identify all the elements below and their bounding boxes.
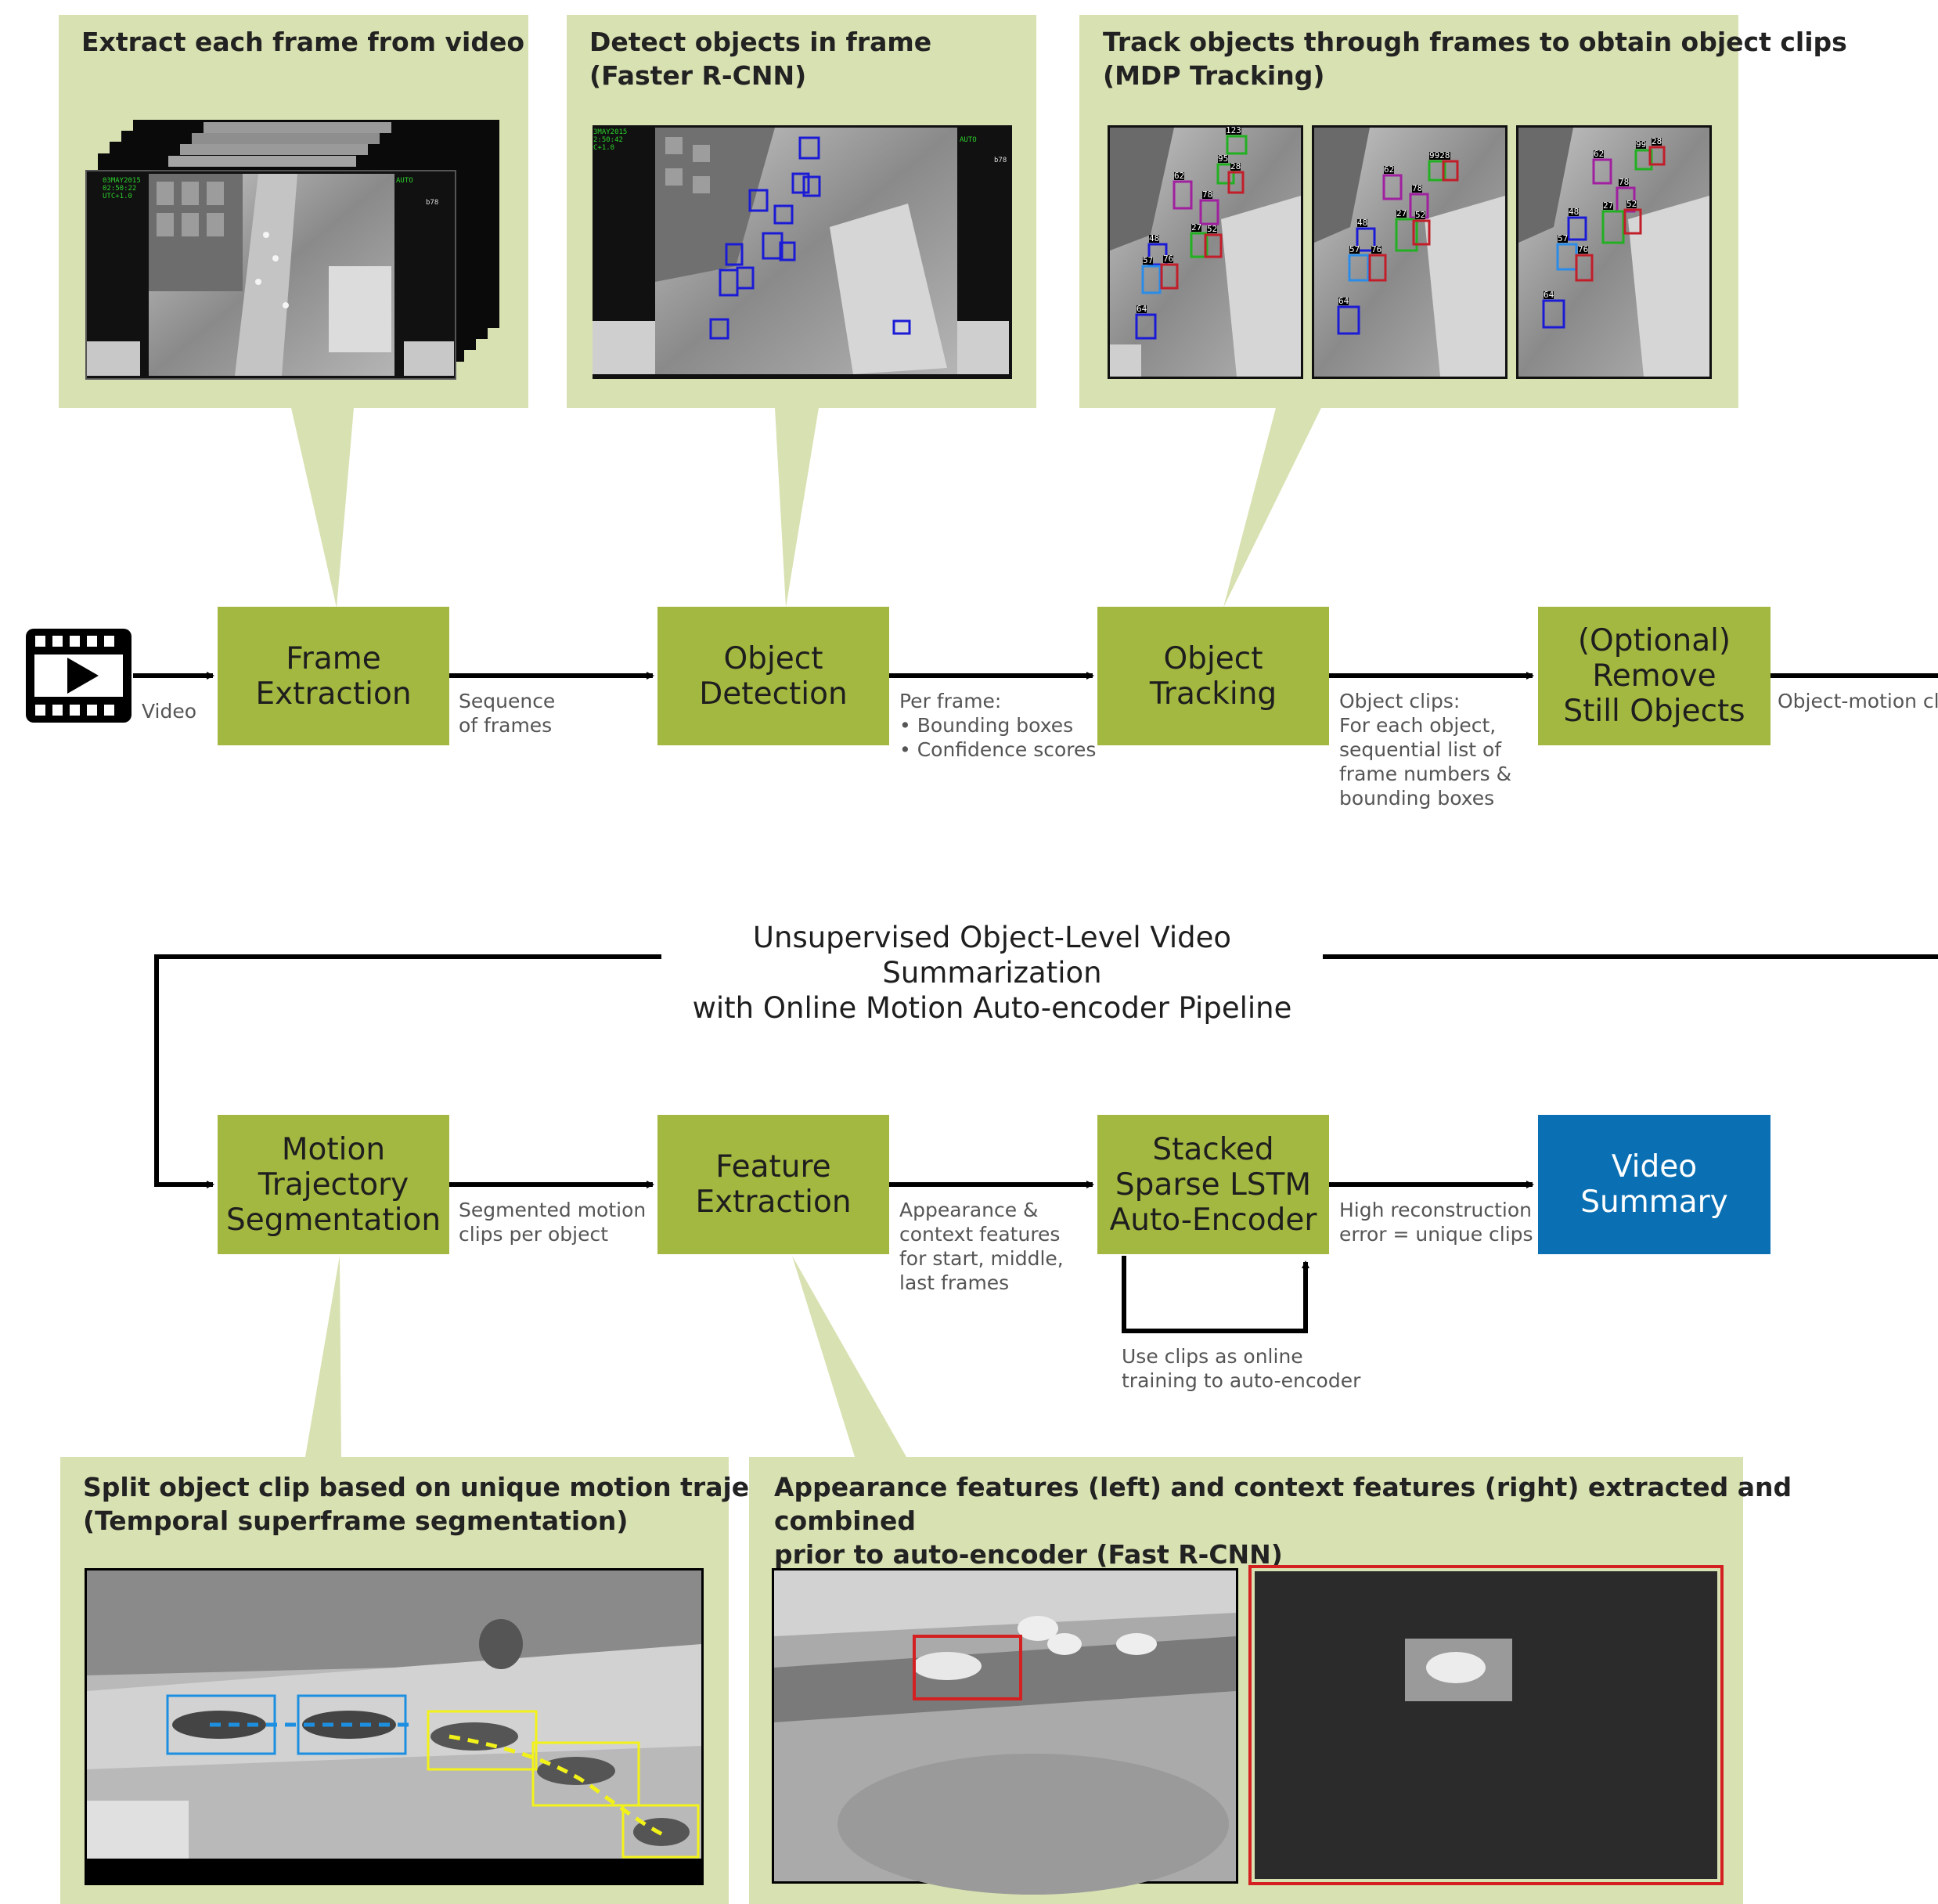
overlay-time: 02:50:22 bbox=[103, 185, 137, 193]
sequence-frames-label: Sequence of frames bbox=[459, 690, 556, 737]
arrow-online-training-loop bbox=[1122, 1256, 1309, 1333]
callout-tail-extract bbox=[291, 408, 354, 608]
overlay-date-detect: 3MAY2015 bbox=[593, 128, 628, 136]
track-id: 48 bbox=[1149, 233, 1160, 243]
track-id: 64 bbox=[1137, 304, 1147, 314]
track-id: 62 bbox=[1174, 171, 1185, 181]
loopback-line-left bbox=[154, 954, 661, 1188]
overlay-time-detect: 2:50:42 bbox=[593, 136, 623, 144]
track-id: 76 bbox=[1578, 244, 1589, 254]
object-tracking-box: Object Tracking bbox=[1097, 607, 1329, 745]
track-id: 57 bbox=[1558, 233, 1569, 243]
track-id: 27 bbox=[1191, 222, 1202, 233]
remove-still-objects-box: (Optional) Remove Still Objects bbox=[1538, 607, 1770, 745]
track-id: 78 bbox=[1202, 189, 1213, 200]
overlay-utc: UTC+1.0 bbox=[103, 193, 132, 200]
appearance-image bbox=[772, 1568, 1238, 1895]
track-id: 99 bbox=[1636, 139, 1647, 150]
context-image bbox=[1248, 1565, 1724, 1885]
track-id: 62 bbox=[1384, 164, 1395, 175]
track-id: 52 bbox=[1626, 199, 1637, 209]
per-frame-label: Per frame: • Bounding boxes • Confidence… bbox=[899, 690, 1097, 761]
track-id: 64 bbox=[1544, 290, 1554, 300]
object-clips-label: Object clips: For each object, sequentia… bbox=[1339, 690, 1512, 810]
panel-extract-title: Extract each frame from video bbox=[81, 27, 524, 57]
overlay-code: b78 bbox=[426, 199, 439, 207]
feature-extraction-box: Feature Extraction bbox=[657, 1115, 889, 1254]
pipeline-title: Unsupervised Object-Level Video Summariz… bbox=[661, 920, 1323, 1026]
track-id: 76 bbox=[1371, 244, 1382, 254]
video-label: Video bbox=[142, 700, 197, 723]
track-id: 52 bbox=[1207, 224, 1218, 234]
online-training-label: Use clips as online training to auto-enc… bbox=[1122, 1345, 1361, 1392]
track-id: 48 bbox=[1569, 207, 1580, 217]
overlay-utc-detect: C+1.0 bbox=[593, 144, 615, 152]
split-clip-image bbox=[85, 1568, 704, 1885]
overlay-date: 03MAY2015 bbox=[103, 177, 141, 185]
track-id: 62 bbox=[1594, 149, 1605, 159]
callout-tail-track bbox=[1223, 408, 1321, 608]
tracking-frame-2 bbox=[1312, 125, 1508, 379]
callout-tail-appearance bbox=[792, 1256, 906, 1457]
motion-trajectory-box: Motion Trajectory Segmentation bbox=[218, 1115, 449, 1254]
frame-stack bbox=[85, 120, 499, 380]
track-id: 78 bbox=[1412, 183, 1423, 193]
video-summary-box: Video Summary bbox=[1538, 1115, 1770, 1254]
track-id: 78 bbox=[1619, 177, 1630, 187]
track-id: 123 bbox=[1226, 125, 1241, 135]
track-id: 76 bbox=[1163, 254, 1174, 264]
track-id: 27 bbox=[1396, 208, 1407, 218]
video-clapper-icon bbox=[26, 629, 131, 723]
appearance-context-label: Appearance & context features for start,… bbox=[899, 1199, 1064, 1294]
track-id: 9928 bbox=[1429, 150, 1450, 160]
track-id: 48 bbox=[1357, 218, 1368, 228]
track-id: 57 bbox=[1143, 255, 1154, 265]
detection-frame bbox=[593, 125, 1012, 379]
tracking-frames bbox=[1108, 125, 1712, 379]
track-id: 95 bbox=[1218, 153, 1229, 164]
overlay-auto-detect: AUTO bbox=[960, 136, 977, 144]
object-motion-label: Object-motion clip bbox=[1778, 690, 1938, 712]
high-reconstruction-label: High reconstruction error = unique clips bbox=[1339, 1199, 1533, 1246]
tracking-frame-3 bbox=[1516, 125, 1712, 379]
tracking-frame-1 bbox=[1108, 125, 1303, 379]
callout-tail-split bbox=[305, 1256, 341, 1457]
track-id: 57 bbox=[1349, 244, 1360, 254]
object-detection-box: Object Detection bbox=[657, 607, 889, 745]
callout-tail-detect bbox=[775, 408, 819, 608]
overlay-auto: AUTO bbox=[396, 177, 413, 185]
segmented-clips-label: Segmented motion clips per object bbox=[459, 1199, 647, 1246]
lstm-autoencoder-box: Stacked Sparse LSTM Auto-Encoder bbox=[1097, 1115, 1329, 1254]
track-id: 64 bbox=[1338, 296, 1349, 306]
track-id: 27 bbox=[1603, 200, 1614, 211]
panel-track-title: Track objects through frames to obtain o… bbox=[1103, 27, 1847, 91]
track-id: 28 bbox=[1652, 136, 1662, 146]
panel-appearance-title: Appearance features (left) and context f… bbox=[774, 1472, 1792, 1570]
panel-detect-title: Detect objects in frame (Faster R-CNN) bbox=[589, 27, 932, 91]
overlay-code-detect: b78 bbox=[994, 157, 1007, 164]
track-id: 52 bbox=[1415, 210, 1426, 220]
frame-extraction-box: Frame Extraction bbox=[218, 607, 449, 745]
track-id: 28 bbox=[1230, 161, 1241, 171]
